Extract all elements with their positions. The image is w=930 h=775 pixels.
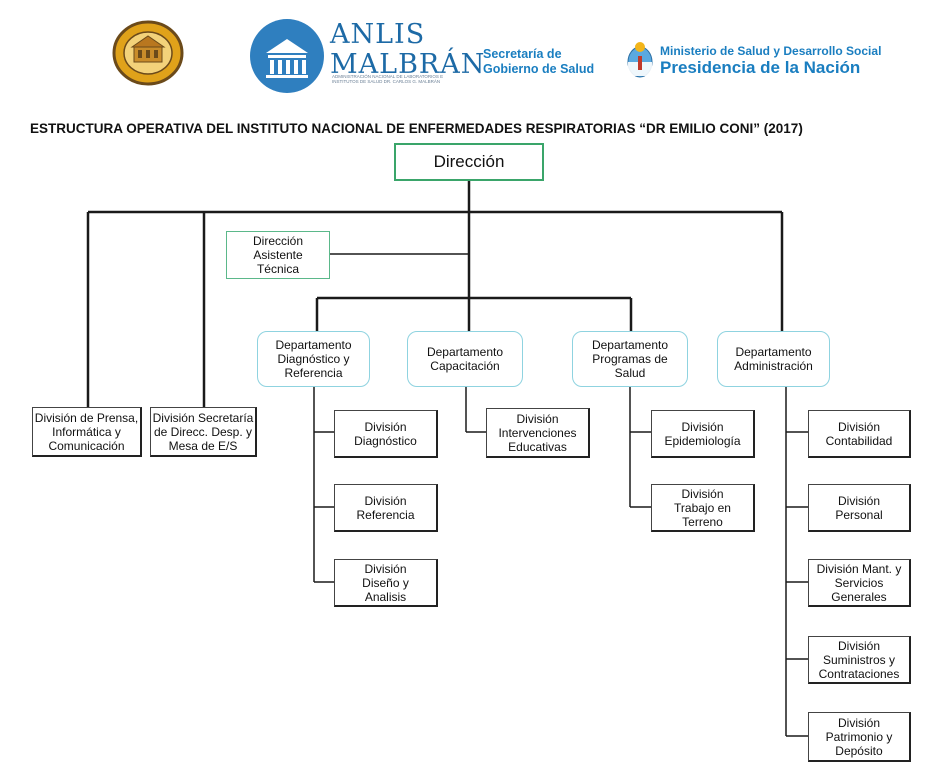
node-label-line: Departamento [275, 338, 352, 352]
anlis-title-line1: ANLIS [330, 19, 426, 50]
node-departamento-capacitacion: Departamento Capacitación [407, 331, 523, 387]
node-division-prensa: División de Prensa, Informática y Comuni… [32, 407, 142, 457]
node-label-line: Diagnóstico [354, 433, 417, 448]
node-division-suministros: División Suministros y Contrataciones [808, 636, 911, 684]
node-division-secretaria: División Secretaría de Direcc. Desp. y M… [150, 407, 257, 457]
node-label-line: Informática y [52, 424, 121, 439]
institute-seal-logo [112, 20, 184, 86]
node-departamento-administracion: Departamento Administración [717, 331, 830, 387]
node-label-line: Educativas [508, 439, 567, 454]
node-label-line: Depósito [835, 743, 883, 758]
node-label-line: Referencia [284, 366, 343, 380]
anlis-subtitle: ADMINISTRACIÓN NACIONAL DE LABORATORIOS … [332, 74, 444, 84]
node-division-patrimonio: División Patrimonio y Depósito [808, 712, 911, 762]
node-division-referencia: División Referencia [334, 484, 438, 532]
ministerio-label: Ministerio de Salud y Desarrollo Social [660, 44, 882, 58]
node-label-line: División [364, 493, 407, 508]
node-label-line: División [837, 715, 880, 730]
node-label-line: Mesa de E/S [168, 438, 238, 453]
node-label-line: Departamento [735, 345, 812, 359]
node-label-line: Intervenciones [498, 425, 577, 440]
secretaria-line2: Gobierno de Salud [483, 62, 595, 76]
node-division-mantenimiento: División Mant. y Servicios Generales [808, 559, 911, 607]
node-direccion-asistente: Dirección Asistente Técnica [226, 231, 330, 279]
node-label-line: División [364, 419, 407, 434]
node-label-line: División [837, 419, 880, 434]
anlis-building-icon [250, 19, 324, 93]
anlis-malbran-wordmark: ANLIS MALBRÁN [330, 20, 485, 80]
page-title: ESTRUCTURA OPERATIVA DEL INSTITUTO NACIO… [30, 121, 803, 136]
node-division-diagnostico: División Diagnóstico [334, 410, 438, 458]
node-label-line: División de Prensa, [34, 410, 139, 425]
node-label-line: Personal [835, 507, 883, 522]
node-label-line: Asistente [253, 248, 303, 262]
node-label-line: Diseño y [362, 575, 409, 590]
node-label-line: Servicios [834, 575, 884, 590]
node-departamento-programas: Departamento Programas de Salud [572, 331, 688, 387]
secretaria-label: Secretaría de Gobierno de Salud [483, 47, 594, 77]
node-departamento-diagnostico: Departamento Diagnóstico y Referencia [257, 331, 370, 387]
node-division-contabilidad: División Contabilidad [808, 410, 911, 458]
node-direccion-label: Dirección [433, 152, 505, 171]
national-coat-of-arms-icon [627, 42, 653, 78]
node-division-diseno: División Diseño y Analisis [334, 559, 438, 607]
node-label-line: Generales [831, 589, 887, 604]
node-label-line: Técnica [256, 262, 299, 276]
node-label-line: Suministros y [822, 652, 896, 667]
node-label-line: Analisis [364, 589, 407, 604]
node-division-trabajo-terreno: División Trabajo en Terreno [651, 484, 755, 532]
node-label-line: Salud [614, 366, 646, 380]
node-label-line: Administración [734, 359, 813, 373]
node-label-line: División [364, 561, 407, 576]
node-label-line: Trabajo en [674, 500, 731, 515]
secretaria-line1: Secretaría de [483, 47, 562, 61]
node-label-line: Referencia [356, 507, 415, 522]
node-label-line: Comunicación [48, 438, 125, 453]
node-label-line: Epidemiología [664, 433, 741, 448]
node-label-line: División Mant. y [816, 561, 902, 576]
node-label-line: Capacitación [430, 359, 500, 373]
node-label-line: Dirección [252, 234, 303, 248]
node-label-line: Terreno [682, 514, 723, 529]
anlis-title-line2: MALBRÁN [330, 49, 486, 80]
node-label-line: Diagnóstico y [277, 352, 350, 366]
node-direccion: Dirección [394, 143, 544, 181]
node-division-epidemiologia: División Epidemiología [651, 410, 755, 458]
node-label-line: División [837, 638, 880, 653]
node-label-line: Departamento [591, 338, 669, 352]
node-label-line: de Direcc. Desp. y [153, 424, 253, 439]
node-label-line: División [516, 411, 559, 426]
node-division-personal: División Personal [808, 484, 911, 532]
node-label-line: Contrataciones [818, 666, 900, 681]
presidencia-label: Presidencia de la Nación [660, 58, 861, 77]
node-label-line: División [837, 493, 880, 508]
node-label-line: División Secretaría [152, 410, 254, 425]
node-label-line: División [681, 486, 724, 501]
node-division-intervenciones: División Intervenciones Educativas [486, 408, 590, 458]
node-label-line: Patrimonio y [825, 729, 893, 744]
node-label-line: Programas de [592, 352, 668, 366]
node-label-line: Departamento [426, 345, 504, 359]
node-label-line: Contabilidad [825, 433, 893, 448]
node-label-line: División [681, 419, 724, 434]
